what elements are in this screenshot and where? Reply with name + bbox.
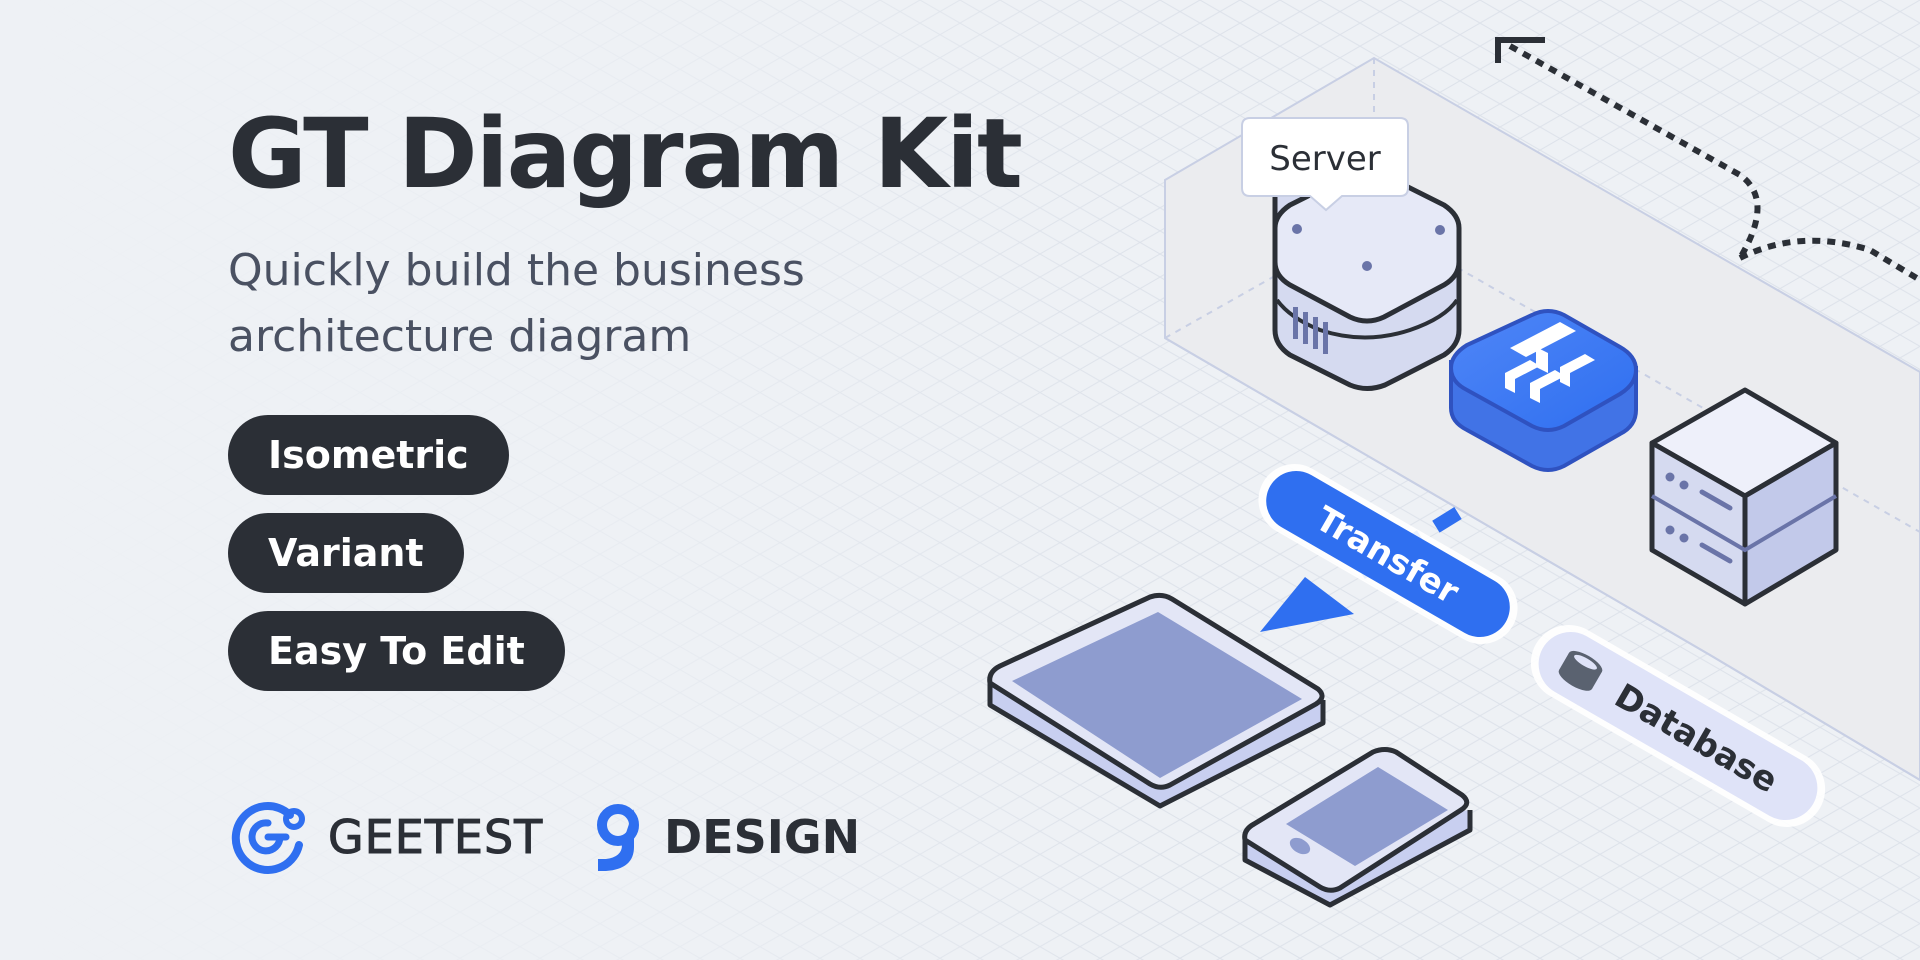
design-brand-name: DESIGN xyxy=(664,810,861,864)
tag-variant[interactable]: Variant xyxy=(228,513,464,593)
g-design-logo-icon xyxy=(597,804,639,871)
tag-isometric[interactable]: Isometric xyxy=(228,415,509,495)
subtitle-line-1: Quickly build the business xyxy=(228,245,805,296)
transfer-pill[interactable]: Transfer xyxy=(1245,451,1530,657)
geetest-brand[interactable]: GEETEST xyxy=(228,792,543,882)
tag-easy-to-edit[interactable]: Easy To Edit xyxy=(228,611,565,691)
network-switch-node[interactable] xyxy=(1448,309,1639,472)
geetest-logo-icon xyxy=(231,802,305,874)
page-title: GT Diagram Kit xyxy=(228,98,1023,210)
dashed-connector xyxy=(1495,37,1920,283)
network-icon xyxy=(1505,322,1595,403)
phone-device[interactable] xyxy=(1242,747,1473,908)
page-subtitle: Quickly build the business architecture … xyxy=(228,238,928,370)
tablet-device[interactable] xyxy=(987,592,1326,809)
geetest-brand-name: GEETEST xyxy=(327,810,544,865)
server-label: Server xyxy=(1269,139,1381,179)
database-icon xyxy=(1558,650,1603,691)
subtitle-line-2: architecture diagram xyxy=(228,311,692,362)
design-brand[interactable]: DESIGN xyxy=(592,792,860,882)
database-cube-node[interactable] xyxy=(1649,387,1839,607)
hero-text-panel: GT Diagram Kit Quickly build the busines… xyxy=(228,0,1128,960)
server-label-bubble: Server xyxy=(1241,117,1409,212)
server-node[interactable] xyxy=(1272,168,1462,391)
